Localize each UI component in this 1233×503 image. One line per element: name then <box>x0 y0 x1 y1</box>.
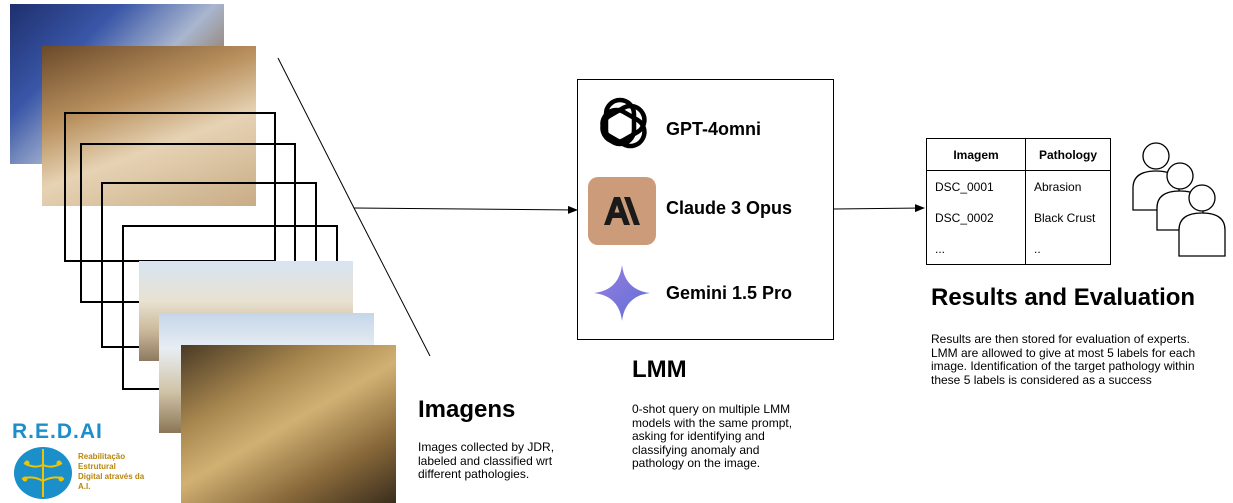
desc-line: these 5 labels is considered as a succes… <box>931 372 1152 387</box>
table-row: ... .. <box>926 233 1111 265</box>
table-header: Imagem <box>926 138 1026 171</box>
openai-logo-icon <box>600 97 647 149</box>
table-cell: DSC_0002 <box>926 202 1026 233</box>
table-header: Pathology <box>1025 138 1111 171</box>
lmm-description: 0-shot query on multiple LMM models with… <box>632 402 793 471</box>
desc-line: Images collected by JDR, <box>418 440 555 454</box>
table-cell: ... <box>926 233 1026 265</box>
funnel-line-bottom <box>353 207 431 357</box>
desc-line: Results are then stored for evaluation o… <box>931 332 1190 346</box>
model-label-gemini: Gemini 1.5 Pro <box>666 283 793 303</box>
table-cell: DSC_0001 <box>926 170 1026 202</box>
imagens-description: Images collected by JDR, labeled and cla… <box>418 440 555 482</box>
photo-golden-sculptures <box>181 345 396 503</box>
table-header-row: Imagem Pathology <box>926 138 1111 171</box>
desc-line: image. Identification of the target path… <box>931 359 1195 373</box>
brain-circuit-icon <box>14 447 72 499</box>
desc-line: different pathologies. <box>418 467 530 481</box>
anthropic-logo-icon <box>588 177 656 245</box>
desc-line: LMM are allowed to give at most 5 labels… <box>931 345 1196 360</box>
desc-line: pathology on the image. <box>632 456 761 470</box>
results-description: Results are then stored for evaluation o… <box>931 332 1196 387</box>
logo-line: Digital através da <box>78 472 145 481</box>
results-title: Results and Evaluation <box>931 284 1196 311</box>
table-cell: Abrasion <box>1025 170 1111 202</box>
arrow-to-lmm <box>353 205 578 214</box>
desc-line: labeled and classified wrt <box>418 453 553 468</box>
desc-line: 0-shot query on multiple LMM <box>632 402 791 416</box>
lmm-box: GPT-4omni Claude 3 Opus Gemini 1.5 Pro <box>577 79 834 340</box>
logo-line: Reabilitação <box>78 452 126 461</box>
table-row: DSC_0001 Abrasion <box>926 170 1111 202</box>
arrow-to-results <box>833 204 925 213</box>
gemini-star-icon <box>594 265 650 321</box>
model-label-claude: Claude 3 Opus <box>666 198 793 218</box>
logo-line: A.I. <box>78 482 91 491</box>
table-cell: .. <box>1025 233 1111 265</box>
results-table: Imagem Pathology DSC_0001 Abrasion DSC_0… <box>926 138 1111 265</box>
model-label-gpt: GPT-4omni <box>666 119 762 139</box>
users-group-icon <box>1132 142 1226 257</box>
logo-title: R.E.D.AI <box>12 420 103 443</box>
redai-logo: R.E.D.AI Reabilitação Estrutural Digital… <box>10 420 160 503</box>
photo-carved-facade <box>42 46 256 206</box>
table-cell: Black Crust <box>1025 202 1111 233</box>
desc-line: models with the same prompt, <box>632 415 793 430</box>
logo-line: Estrutural <box>78 462 116 471</box>
lmm-title: LMM <box>632 356 687 383</box>
funnel-line-top <box>277 57 355 209</box>
desc-line: asking for identifying and <box>632 429 765 443</box>
table-row: DSC_0002 Black Crust <box>926 202 1111 233</box>
imagens-title: Imagens <box>418 396 516 423</box>
desc-line: classifying anomaly and <box>632 442 760 457</box>
